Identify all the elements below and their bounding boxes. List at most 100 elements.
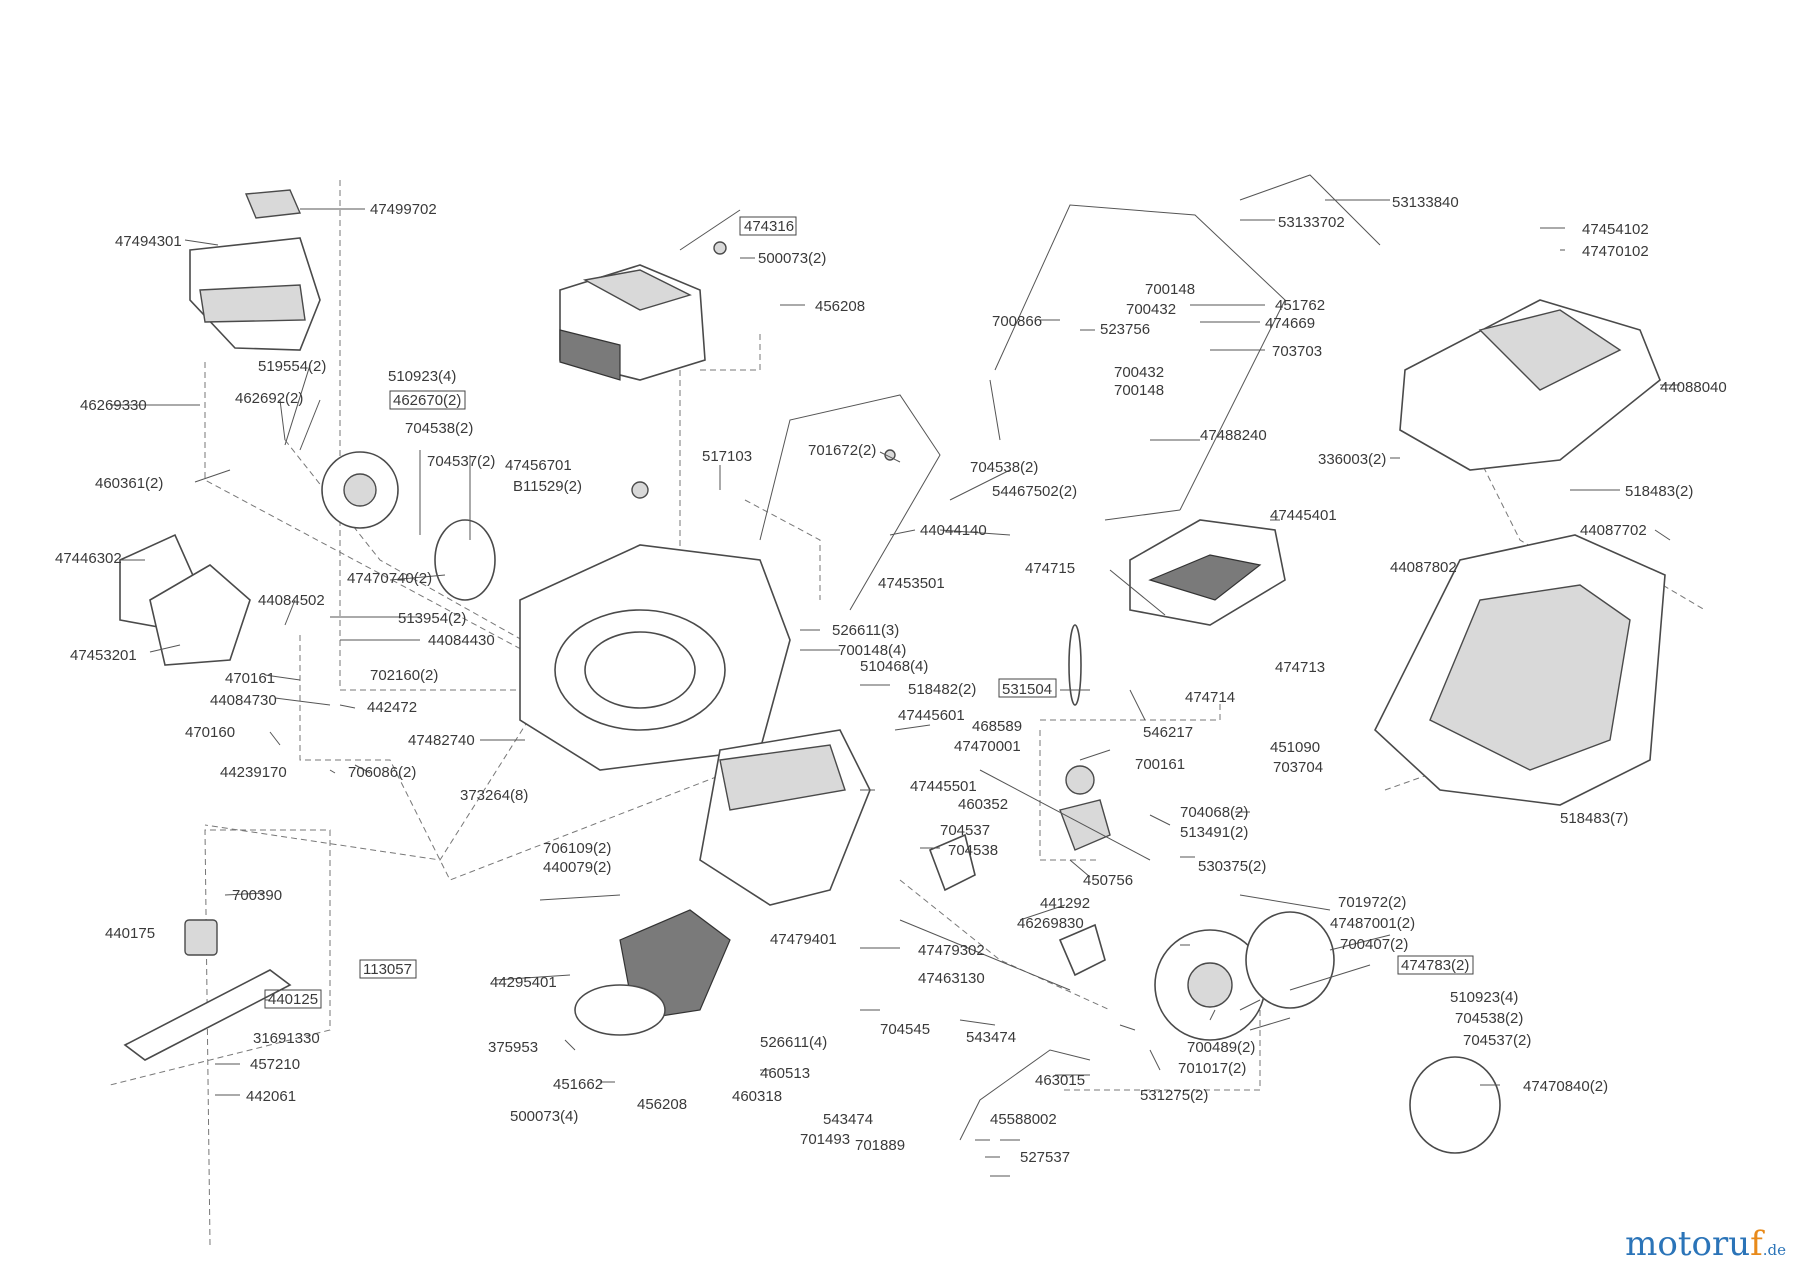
label-513954-2: 513954(2) <box>398 610 466 627</box>
label-46269330: 46269330 <box>80 397 147 414</box>
label-530375-2: 530375(2) <box>1198 858 1266 875</box>
label-474783-2: 474783(2) <box>1401 957 1469 974</box>
label-543474-b: 543474 <box>823 1111 873 1128</box>
blade-adapter-icon <box>184 919 218 956</box>
gearbox-icon <box>1059 799 1111 851</box>
label-543474-a: 543474 <box>966 1029 1016 1046</box>
label-474316: 474316 <box>744 218 794 235</box>
label-510468-4: 510468(4) <box>860 658 928 675</box>
hubcap-left-icon <box>434 519 496 601</box>
label-546217: 546217 <box>1143 724 1193 741</box>
label-47470740-2: 47470740(2) <box>347 570 432 587</box>
label-704538-2-a: 704538(2) <box>405 420 473 437</box>
blade-icon <box>123 969 292 1061</box>
label-470161: 470161 <box>225 670 275 687</box>
label-701889: 701889 <box>855 1137 905 1154</box>
label-700866: 700866 <box>992 313 1042 330</box>
label-47499702: 47499702 <box>370 201 437 218</box>
label-527537: 527537 <box>1020 1149 1070 1166</box>
label-53133840: 53133840 <box>1392 194 1459 211</box>
logo-badge-icon <box>244 189 302 219</box>
label-518483-7: 518483(7) <box>1560 810 1628 827</box>
label-700148-b: 700148 <box>1114 382 1164 399</box>
label-31691330: 31691330 <box>253 1030 320 1047</box>
label-700432-a: 700432 <box>1126 301 1176 318</box>
label-701017-2: 701017(2) <box>1178 1060 1246 1077</box>
label-700390: 700390 <box>232 887 282 904</box>
label-47445401: 47445401 <box>1270 507 1337 524</box>
label-46269830: 46269830 <box>1017 915 1084 932</box>
label-336003-2: 336003(2) <box>1318 451 1386 468</box>
label-44084502: 44084502 <box>258 592 325 609</box>
label-456208: 456208 <box>815 298 865 315</box>
label-451090: 451090 <box>1270 739 1320 756</box>
label-44084430: 44084430 <box>428 632 495 649</box>
brand-part-3: .de <box>1762 1241 1786 1259</box>
belt-icon <box>1068 624 1082 706</box>
label-700489-2: 700489(2) <box>1187 1039 1255 1056</box>
label-510923-4-b: 510923(4) <box>1450 989 1518 1006</box>
label-526611-3: 526611(3) <box>832 622 899 639</box>
label-706086-2: 706086(2) <box>348 764 416 781</box>
label-700148-4: 700148(4) <box>838 642 906 659</box>
label-462692-2: 462692(2) <box>235 390 303 407</box>
label-44239170: 44239170 <box>220 764 287 781</box>
label-47456701: 47456701 <box>505 457 572 474</box>
label-53133702: 53133702 <box>1278 214 1345 231</box>
label-44088040: 44088040 <box>1660 379 1727 396</box>
label-513491-2: 513491(2) <box>1180 824 1248 841</box>
label-700148-a: 700148 <box>1145 281 1195 298</box>
label-44087802: 44087802 <box>1390 559 1457 576</box>
label-462670-2: 462670(2) <box>393 392 461 409</box>
label-700432-b: 700432 <box>1114 364 1164 381</box>
label-442061: 442061 <box>246 1088 296 1105</box>
label-47470001: 47470001 <box>954 738 1021 755</box>
label-500073-2: 500073(2) <box>758 250 826 267</box>
label-441292: 441292 <box>1040 895 1090 912</box>
label-704538-2-b: 704538(2) <box>970 459 1038 476</box>
part-labels: 47499702 47494301 474316 500073(2) 45620… <box>55 194 1727 1166</box>
label-113057: 113057 <box>363 961 412 978</box>
label-54467502-2: 54467502(2) <box>992 483 1077 500</box>
label-44044140: 44044140 <box>920 522 987 539</box>
label-457210: 457210 <box>250 1056 300 1073</box>
label-468589: 468589 <box>972 718 1022 735</box>
label-700161: 700161 <box>1135 756 1185 773</box>
wheel-rear-inner-icon <box>1245 911 1335 1009</box>
label-703704: 703704 <box>1273 759 1323 776</box>
label-474714: 474714 <box>1185 689 1235 706</box>
label-47446302: 47446302 <box>55 550 122 567</box>
boxed-callouts <box>264 216 1474 1009</box>
part-shapes <box>119 174 1666 1154</box>
label-704537: 704537 <box>940 822 990 839</box>
label-47479302: 47479302 <box>918 942 985 959</box>
brand-logo[interactable]: motoruf.de <box>1625 1224 1786 1264</box>
brand-part-2: f <box>1750 1224 1763 1264</box>
label-701972-2: 701972(2) <box>1338 894 1406 911</box>
label-704538-2-c: 704538(2) <box>1455 1010 1523 1027</box>
label-451762: 451762 <box>1275 297 1325 314</box>
label-531504: 531504 <box>1002 681 1052 698</box>
label-47454102: 47454102 <box>1582 221 1649 238</box>
label-47494301: 47494301 <box>115 233 182 250</box>
label-460361-2: 460361(2) <box>95 475 163 492</box>
label-47470840-2: 47470840(2) <box>1523 1078 1608 1095</box>
label-463015: 463015 <box>1035 1072 1085 1089</box>
label-531275-2: 531275(2) <box>1140 1087 1208 1104</box>
label-375953: 375953 <box>488 1039 538 1056</box>
label-704538: 704538 <box>948 842 998 859</box>
label-518483-2: 518483(2) <box>1625 483 1693 500</box>
label-706109-2: 706109(2) <box>543 840 611 857</box>
label-44295401: 44295401 <box>490 974 557 991</box>
label-703703: 703703 <box>1272 343 1322 360</box>
label-701672-2: 701672(2) <box>808 442 876 459</box>
label-518482-2: 518482(2) <box>908 681 976 698</box>
label-47445601: 47445601 <box>898 707 965 724</box>
label-451662: 451662 <box>553 1076 603 1093</box>
label-440175: 440175 <box>105 925 155 942</box>
label-474715: 474715 <box>1025 560 1075 577</box>
label-44084730: 44084730 <box>210 692 277 709</box>
label-b11529-2: B11529(2) <box>513 478 582 495</box>
